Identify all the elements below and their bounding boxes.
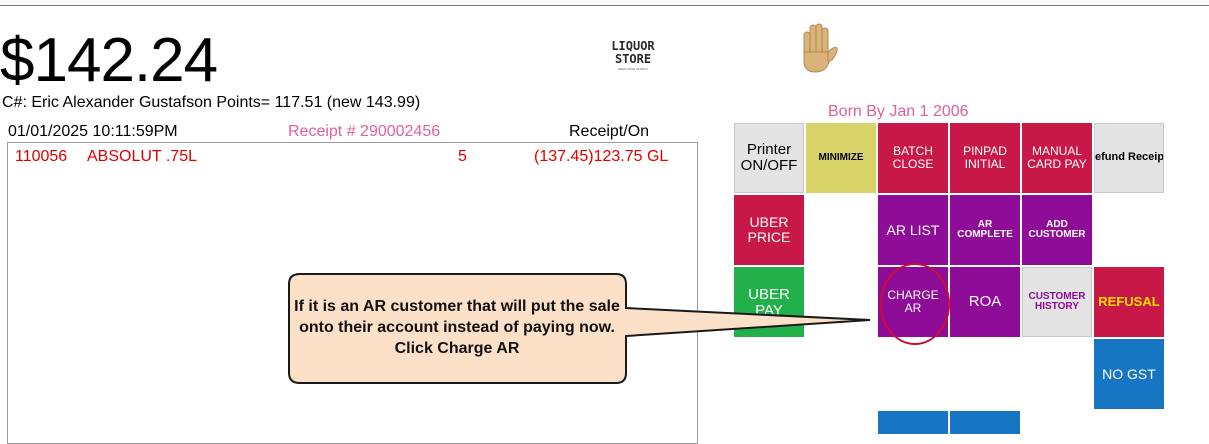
logo-tagline: BEER WINE SPIRITS (618, 67, 648, 71)
item-name[interactable]: ABSOLUT .75L (87, 148, 197, 165)
batch-close-button[interactable]: BATCH CLOSE (878, 123, 948, 193)
add-customer-button[interactable]: ADD CUSTOMER (1022, 195, 1092, 265)
sale-total: $142.24 (0, 26, 218, 95)
charge-ar-button[interactable]: CHARGE AR (878, 267, 948, 337)
logo-line-1: LIQUOR (611, 39, 655, 53)
hand-stop-icon[interactable] (794, 22, 840, 74)
blue-button-partial-1[interactable] (878, 411, 948, 434)
charge-ar-highlight-ring (880, 263, 950, 345)
callout-bubble (288, 273, 871, 384)
ar-complete-button[interactable]: AR COMPLETE (950, 195, 1020, 265)
pinpad-initial-button[interactable]: PINPAD INITIAL (950, 123, 1020, 193)
ar-list-button[interactable]: AR LIST (878, 195, 948, 265)
uber-price-button[interactable]: UBER PRICE (734, 195, 804, 265)
minimize-button[interactable]: MINIMIZE (806, 123, 876, 193)
receipt-datetime: 01/01/2025 10:11:59PM (8, 123, 178, 140)
customer-history-button[interactable]: CUSTOMER HISTORY (1022, 267, 1092, 337)
item-price[interactable]: (137.45)123.75 GL (534, 148, 669, 165)
item-code[interactable]: 110056 (15, 148, 68, 165)
store-logo: LIQUOR STORE BEER WINE SPIRITS (598, 40, 668, 74)
blue-button-partial-2[interactable] (950, 411, 1020, 434)
item-qty[interactable]: 5 (458, 148, 467, 165)
receipt-number: Receipt # 290002456 (288, 123, 441, 140)
roa-button[interactable]: ROA (950, 267, 1020, 337)
manual-card-pay-button[interactable]: MANUAL CARD PAY (1022, 123, 1092, 193)
annotation-overlay (288, 263, 950, 384)
top-toolbar-strip (0, 0, 1209, 6)
no-gst-button[interactable]: NO GST (1094, 339, 1164, 409)
callout-text: If it is an AR customer that will put th… (294, 298, 620, 357)
refusal-button[interactable]: REFUSAL (1094, 267, 1164, 337)
logo-line-2: STORE (614, 52, 652, 66)
customer-info: C#: Eric Alexander Gustafson Points= 117… (2, 94, 421, 111)
age-check-date: Born By Jan 1 2006 (828, 103, 969, 120)
refund-receipt-button[interactable]: efund Receip (1094, 123, 1164, 193)
printer-toggle-button[interactable]: Printer ON/OFF (734, 123, 804, 193)
receipt-on-label: Receipt/On (569, 123, 650, 140)
